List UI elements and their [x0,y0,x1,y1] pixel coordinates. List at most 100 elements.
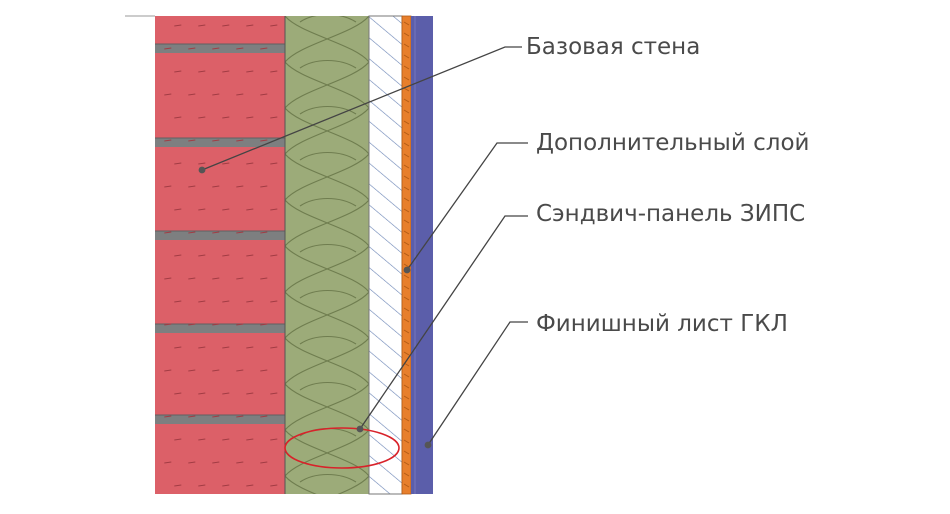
brick-tick [246,70,254,73]
brick-tick [270,116,278,119]
leader-line-sip-panel [359,215,528,430]
label-extra-layer: Дополнительный слой [536,130,810,156]
brick-tick [270,70,278,73]
base-wall-layer [155,16,285,494]
facing-tick [403,373,410,378]
brick-tick [164,47,172,50]
brick-tick [222,484,230,487]
leader-line-extra-layer [406,142,528,271]
mortar-joint [155,324,285,333]
insulation-curve [285,429,369,477]
brick-tick [164,415,172,418]
brick-tick [246,300,254,303]
facing-tick [403,98,410,103]
facing-tick [403,208,410,213]
brick-tick [174,484,182,487]
brick-tick [164,231,172,234]
facing-tick [403,109,410,114]
leader-dot-finish-sheet [424,441,432,449]
insulation-curve [285,107,369,155]
facing-tick [403,274,410,279]
brick-tick [222,70,230,73]
brick-tick [246,24,254,27]
facing-tick [403,175,410,180]
label-sip-panel: Сэндвич-панель ЗИПС [536,201,806,227]
insulation-curve [299,289,357,299]
brick-tick [222,300,230,303]
label-finish-sheet: Финишный лист ГКЛ [536,311,788,337]
facing-tick [403,164,410,169]
insulation-curve [299,381,357,391]
brick-tick [212,47,220,50]
insulation-curve [285,199,369,247]
brick-tick [236,139,244,142]
facing-tick [403,406,410,411]
brick-tick [212,461,220,464]
brick-tick [198,346,206,349]
brick-tick [174,392,182,395]
insulation-curve [299,197,357,207]
leader-lines [201,46,528,446]
brick-tick [174,70,182,73]
facing-tick [403,120,410,125]
brick-tick [164,185,172,188]
leader-dot-extra-layer [403,266,411,274]
brick-tick [174,300,182,303]
facing-tick [403,483,410,488]
facing-tick [403,439,410,444]
brick-tick [212,369,220,372]
brick-tick [174,438,182,441]
brick-tick [198,392,206,395]
facing-tick [403,21,410,26]
brick-tick [222,116,230,119]
brick-tick [260,139,268,142]
leader-dot-base-wall [198,166,206,174]
brick-tick [164,461,172,464]
facing-tick [403,307,410,312]
leader-line-finish-sheet [427,321,528,446]
insulation-curve [285,61,369,109]
brick-tick [188,93,196,96]
mortar-joint [155,44,285,53]
insulation-curve [285,291,369,339]
brick-tick [236,185,244,188]
brick-tick [260,231,268,234]
brick-tick [174,162,182,165]
extra-layer-hatched [368,15,403,495]
facing-tick [403,417,410,422]
brick-tick [236,231,244,234]
brick-tick [164,277,172,280]
brick-tick [260,185,268,188]
insulation-curve [285,383,369,431]
brick-tick [270,254,278,257]
insulation-layer [285,16,369,494]
brick-tick [198,438,206,441]
facing-tick [403,65,410,70]
brick-tick [174,254,182,257]
brick-tick [246,208,254,211]
insulation-curve [285,337,369,385]
brick-tick [198,208,206,211]
brick-tick [164,93,172,96]
brick-tick [164,139,172,142]
brick-tick [246,254,254,257]
brick-tick [188,461,196,464]
brick-tick [270,484,278,487]
facing-tick [403,76,410,81]
insulation-curve [299,105,357,115]
brick-tick [188,185,196,188]
brick-tick [188,231,196,234]
brick-tick [174,24,182,27]
brick-tick [236,47,244,50]
brick-tick [174,116,182,119]
brick-tick [246,346,254,349]
facing-tick [403,263,410,268]
brick-tick [188,47,196,50]
facing-tick [403,230,410,235]
leader-line-base-wall [201,46,522,171]
brick-tick [236,93,244,96]
brick-tick [222,346,230,349]
brick-tick [270,208,278,211]
sip-facing-texture [403,21,410,488]
